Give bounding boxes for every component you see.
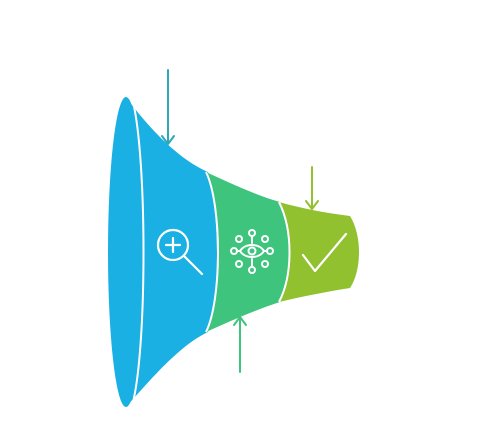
funnel-stage-2: [205, 171, 289, 333]
funnel-stage-3: [278, 201, 359, 303]
stage-2-edge-line: [205, 171, 219, 333]
stage-3-body: [279, 202, 359, 302]
search-plus-icon: [156, 228, 204, 276]
arrow-top-right: [305, 166, 319, 210]
arrow-top-left: [161, 69, 175, 145]
checkmark-icon: [301, 232, 348, 273]
stage-1-rim: [108, 97, 144, 407]
stage-1-body: [126, 97, 217, 407]
stage-1-edge-line: [132, 101, 145, 403]
arrow-bottom: [233, 316, 247, 373]
stage-3-edge-line: [278, 201, 291, 303]
funnel-stage-1: [108, 97, 217, 407]
eye-network-icon: [230, 229, 274, 274]
stage-2-body: [206, 172, 289, 332]
